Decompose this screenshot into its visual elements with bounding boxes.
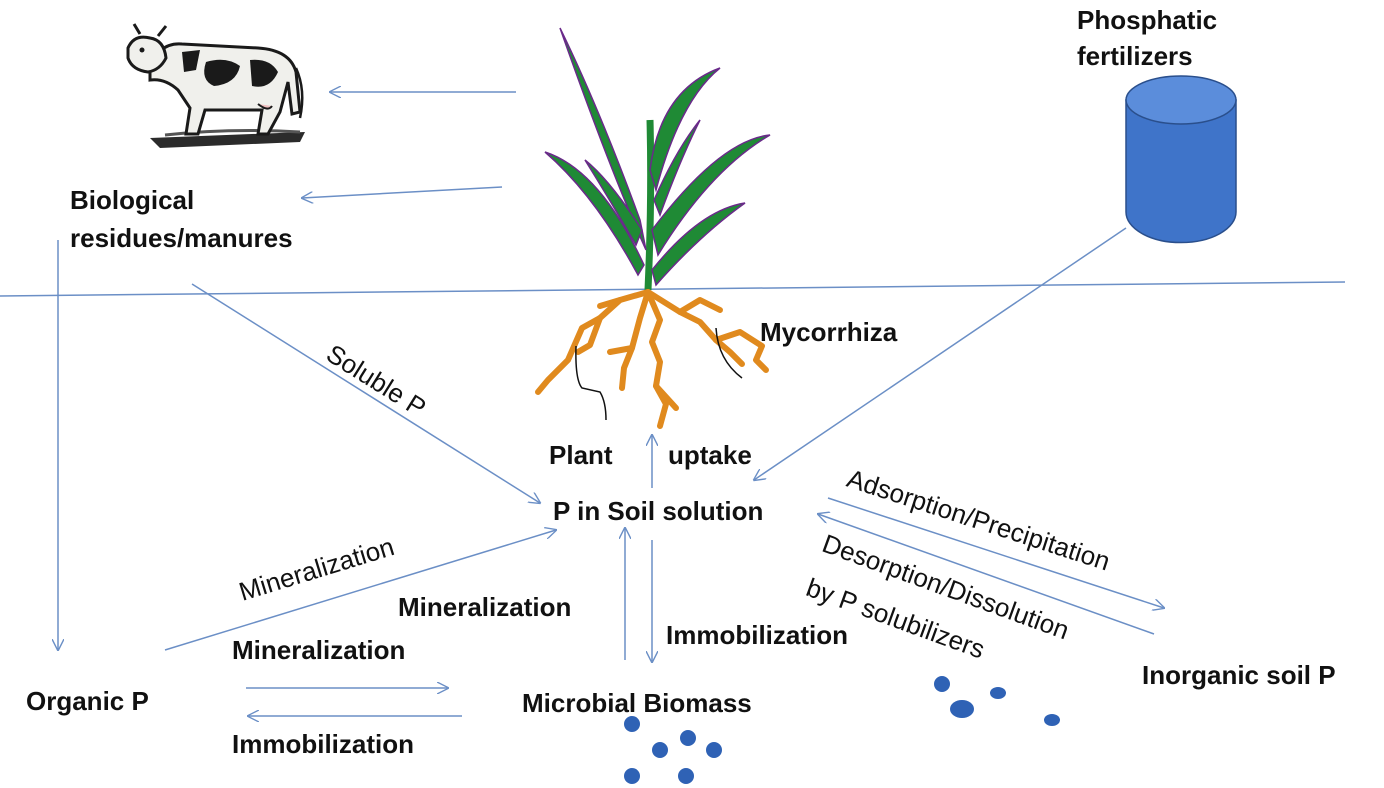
immobilization-center-label: Immobilization <box>666 620 848 650</box>
biological-residues-label-line2: residues/manures <box>70 223 293 253</box>
soil-surface-line <box>0 281 1346 297</box>
mineralization-bottom-label: Mineralization <box>232 635 406 665</box>
maize-plant-icon <box>544 27 771 291</box>
mycorrhiza-hyphae-right <box>715 327 743 379</box>
arrow-soluble-p <box>191 283 540 503</box>
mycorrhiza-hyphae-left <box>575 345 607 421</box>
biological-residues-label-line1: Biological <box>70 185 195 215</box>
uptake-label: uptake <box>668 440 752 470</box>
phosphatic-label-line2: fertilizers <box>1077 41 1193 71</box>
microbial-biomass-label: Microbial Biomass <box>522 688 752 718</box>
mycorrhiza-label: Mycorrhiza <box>760 317 898 347</box>
plant-label: Plant <box>549 440 613 470</box>
arrow-plant-to-residues <box>302 186 503 198</box>
inorganic-particles <box>934 676 1060 726</box>
arrow-desorption <box>818 514 1155 635</box>
inorganic-soil-p-label: Inorganic soil P <box>1142 660 1336 690</box>
microbial-particles <box>624 716 722 784</box>
arrow-adsorption <box>827 497 1164 608</box>
mineralization-center-label: Mineralization <box>398 592 572 622</box>
phosphatic-label-line1: Phosphatic <box>1077 5 1218 35</box>
p-in-soil-solution-label: P in Soil solution <box>553 496 764 526</box>
fertilizer-cylinder-icon <box>1125 75 1237 244</box>
arrow-fertilizer-to-solution <box>754 227 1127 480</box>
arrow-organic-mineralization <box>164 530 556 651</box>
cow-manure-icon <box>126 23 305 148</box>
immobilization-bottom-label: Immobilization <box>232 729 414 759</box>
plant-roots-icon <box>535 289 769 429</box>
organic-p-label: Organic P <box>26 686 149 716</box>
